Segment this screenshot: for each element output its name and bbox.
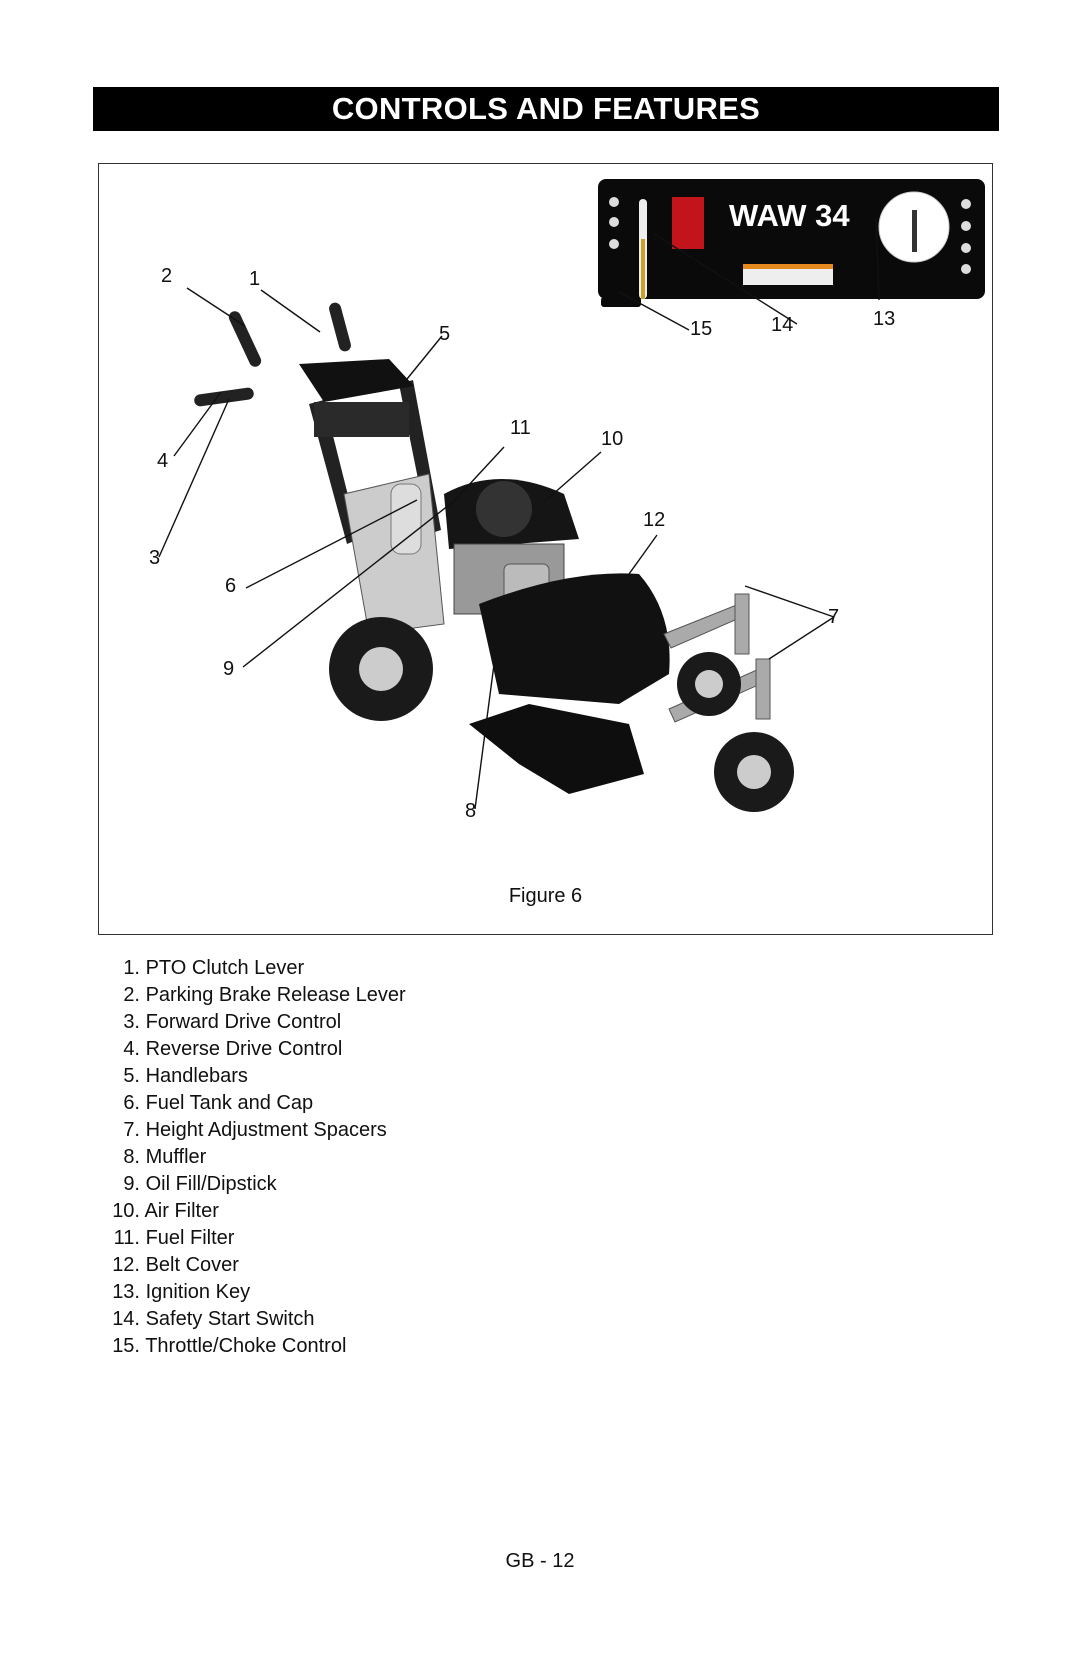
list-item: 15. Throttle/Choke Control — [95, 1333, 406, 1360]
item-label: Fuel Tank and Cap — [145, 1092, 314, 1114]
item-label: Parking Brake Release Lever — [145, 984, 406, 1006]
callout-5: 5 — [439, 323, 450, 345]
mower — [194, 302, 794, 812]
callout-14: 14 — [771, 314, 793, 336]
list-item: 9. Oil Fill/Dipstick — [95, 1171, 406, 1198]
control-panel: WAW 34 — [598, 179, 985, 307]
list-item: 7. Height Adjustment Spacers — [95, 1117, 406, 1144]
item-label: Safety Start Switch — [145, 1308, 315, 1330]
callout-1: 1 — [249, 268, 260, 290]
list-item: 5. Handlebars — [95, 1063, 406, 1090]
item-number: 9. — [123, 1173, 140, 1195]
panel-brand: WAW 34 — [729, 198, 850, 233]
item-number: 4. — [123, 1038, 140, 1060]
item-label: Forward Drive Control — [145, 1011, 342, 1033]
item-number: 2. — [123, 984, 140, 1006]
list-item: 2. Parking Brake Release Lever — [95, 982, 406, 1009]
list-item: 11. Fuel Filter — [95, 1225, 406, 1252]
item-number: 8. — [123, 1146, 140, 1168]
item-number: 15. — [112, 1335, 140, 1357]
item-number: 13. — [112, 1281, 140, 1303]
list-item: 3. Forward Drive Control — [95, 1009, 406, 1036]
item-number: 5. — [123, 1065, 140, 1087]
item-number: 3. — [123, 1011, 140, 1033]
item-number: 10. — [112, 1200, 140, 1222]
figure-caption: Figure 6 — [508, 885, 583, 907]
list-item: 1. PTO Clutch Lever — [95, 955, 406, 982]
callout-labels: 1 2 3 4 5 6 7 8 9 10 11 12 13 14 15 — [149, 265, 895, 822]
item-label: Throttle/Choke Control — [145, 1335, 347, 1357]
item-label: Fuel Filter — [145, 1227, 235, 1249]
item-number: 1. — [123, 957, 140, 979]
callout-7: 7 — [828, 606, 839, 628]
callout-2: 2 — [161, 265, 172, 287]
callout-15: 15 — [690, 318, 712, 340]
callout-11: 11 — [510, 417, 531, 439]
callout-13: 13 — [873, 308, 895, 330]
item-number: 6. — [123, 1092, 140, 1114]
item-label: Ignition Key — [145, 1281, 251, 1303]
item-number: 11. — [113, 1227, 140, 1249]
item-number: 12. — [112, 1254, 140, 1276]
list-item: 6. Fuel Tank and Cap — [95, 1090, 406, 1117]
callout-4: 4 — [157, 450, 168, 472]
item-label: Reverse Drive Control — [145, 1038, 343, 1060]
list-item: 12. Belt Cover — [95, 1252, 406, 1279]
callout-8: 8 — [465, 800, 476, 822]
item-label: Height Adjustment Spacers — [145, 1119, 387, 1141]
callout-9: 9 — [223, 658, 234, 680]
list-item: 4. Reverse Drive Control — [95, 1036, 406, 1063]
list-item: 14. Safety Start Switch — [95, 1306, 406, 1333]
item-label: Muffler — [145, 1146, 207, 1168]
item-number: 7. — [123, 1119, 140, 1141]
page-number: GB - 12 — [505, 1550, 575, 1572]
callout-6: 6 — [225, 575, 236, 597]
item-number: 14. — [112, 1308, 140, 1330]
item-label: Belt Cover — [145, 1254, 239, 1276]
list-item: 13. Ignition Key — [95, 1279, 406, 1306]
item-label: Oil Fill/Dipstick — [145, 1173, 277, 1195]
callout-12: 12 — [643, 509, 665, 531]
leader-lines — [158, 218, 880, 810]
section-title: CONTROLS AND FEATURES — [93, 87, 999, 131]
list-item: 8. Muffler — [95, 1144, 406, 1171]
item-label: Handlebars — [145, 1065, 248, 1087]
callout-10: 10 — [601, 428, 623, 450]
list-item: 10. Air Filter — [95, 1198, 406, 1225]
callout-3: 3 — [149, 547, 160, 569]
figure-6: WAW 34 — [98, 163, 993, 935]
parts-list: 1. PTO Clutch Lever 2. Parking Brake Rel… — [95, 955, 406, 1360]
mower-illustration: WAW 34 — [149, 179, 985, 822]
item-label: PTO Clutch Lever — [145, 957, 305, 979]
item-label: Air Filter — [144, 1200, 219, 1222]
